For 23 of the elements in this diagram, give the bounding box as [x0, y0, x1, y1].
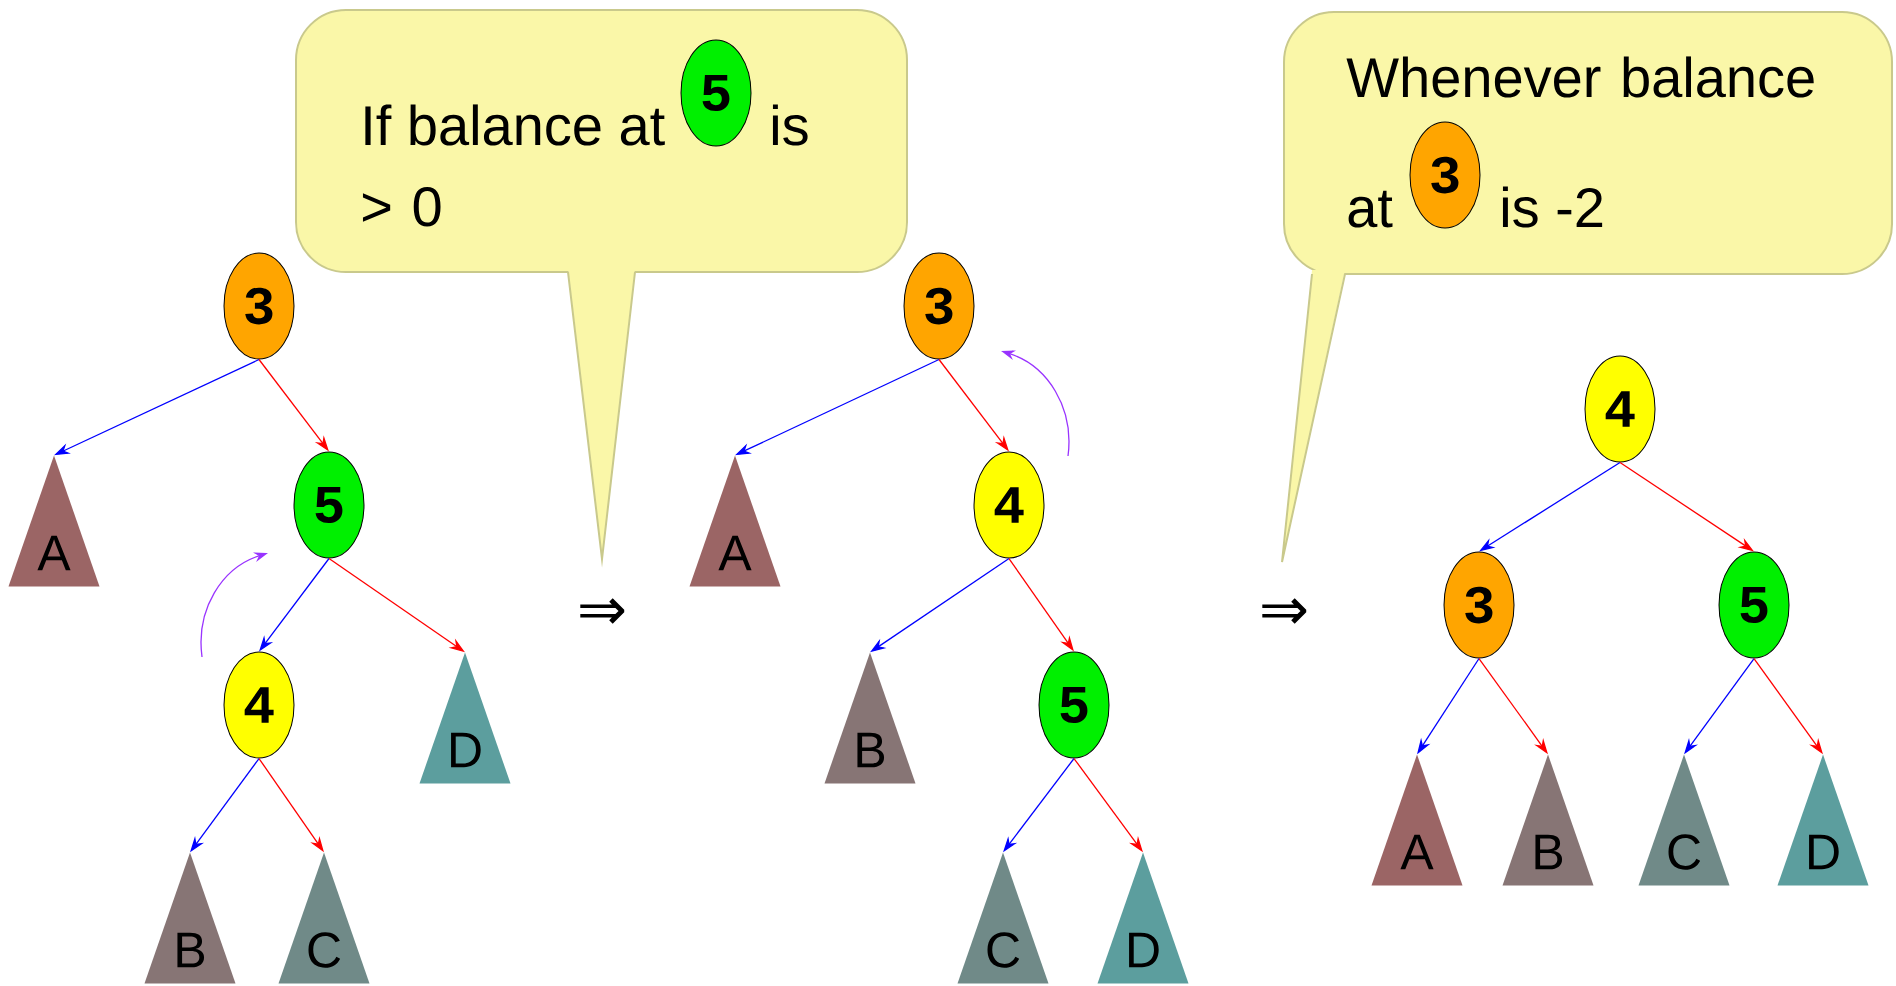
implies-symbol: ⇒ [1262, 598, 1307, 624]
tree-node: 3 [1409, 121, 1481, 229]
subtree-triangle: D [419, 652, 511, 784]
subtree-triangle: A [1371, 754, 1463, 886]
tree-node: 3 [1443, 551, 1515, 659]
subtree-triangle: C [957, 852, 1049, 984]
tree-node: 3 [903, 252, 975, 360]
tree-node: 4 [973, 451, 1045, 559]
implies-symbol: ⇒ [580, 598, 625, 624]
tree-node: 3 [223, 252, 295, 360]
subtree-triangle: C [278, 852, 370, 984]
subtree-triangle: D [1777, 754, 1869, 886]
tree-node: 5 [680, 39, 752, 147]
tree-node: 4 [223, 651, 295, 759]
tree-node: 5 [1718, 551, 1790, 659]
subtree-triangle: D [1097, 852, 1189, 984]
subtree-triangle: A [8, 455, 100, 587]
subtree-triangle: C [1638, 754, 1730, 886]
subtree-triangle: A [689, 455, 781, 587]
subtree-triangle: B [824, 652, 916, 784]
subtree-triangle: B [1502, 754, 1594, 886]
tree-node: 5 [1038, 651, 1110, 759]
subtree-triangle: B [144, 852, 236, 984]
